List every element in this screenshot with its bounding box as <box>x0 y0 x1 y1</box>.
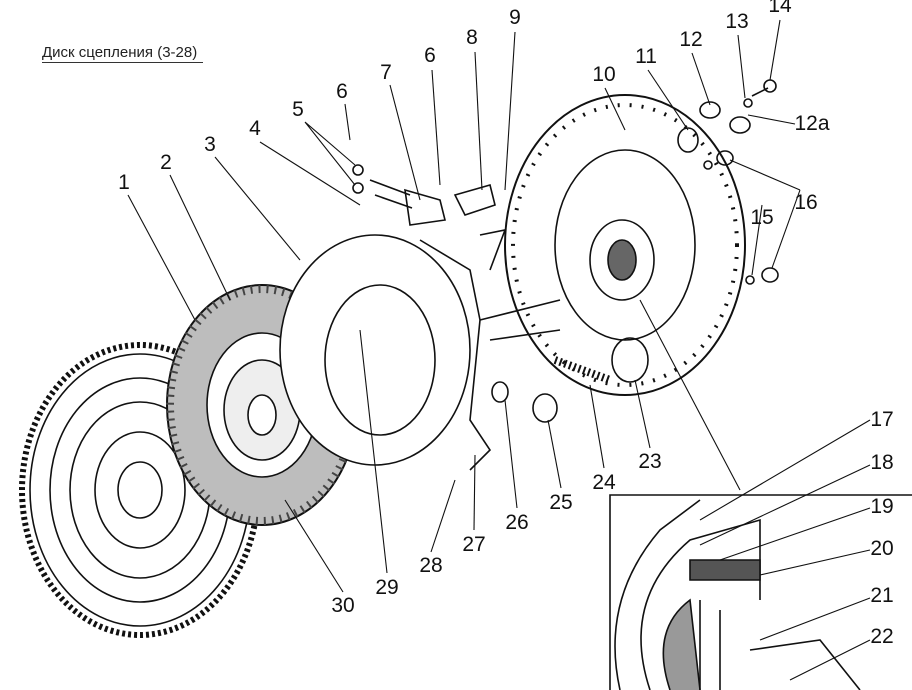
part-label-18: 18 <box>870 451 894 474</box>
part-label-10: 10 <box>592 63 616 86</box>
part-label-4: 4 <box>249 117 261 140</box>
part-label-16: 16 <box>794 191 818 214</box>
part-label-11: 11 <box>635 45 657 68</box>
fasteners <box>677 79 779 285</box>
pressure-plate <box>279 234 492 471</box>
part-label-17: 17 <box>870 408 894 431</box>
part-label-3: 3 <box>204 133 216 156</box>
part-label-6: 6 <box>336 80 348 103</box>
part-label-6-second: 6 <box>424 44 436 67</box>
part-label-12a: 12a <box>794 112 830 135</box>
part-label-15: 15 <box>750 206 774 229</box>
leader-lines <box>127 19 801 593</box>
diagram-title: Диск сцепления (3-28) <box>42 44 204 63</box>
inset-detail <box>609 419 912 690</box>
clutch-cover <box>504 94 746 396</box>
part-label-27: 27 <box>462 533 486 556</box>
part-label-14: 14 <box>768 0 792 17</box>
part-label-9: 9 <box>509 6 521 29</box>
part-label-29: 29 <box>375 576 399 599</box>
part-label-2: 2 <box>160 151 172 174</box>
part-label-1: 1 <box>118 171 130 194</box>
part-label-5: 5 <box>292 98 304 121</box>
part-label-21: 21 <box>870 584 894 607</box>
part-label-22: 22 <box>870 625 894 648</box>
part-label-24: 24 <box>592 471 616 494</box>
part-label-19: 19 <box>870 495 894 518</box>
part-label-7: 7 <box>380 61 392 84</box>
part-label-30: 30 <box>331 594 355 617</box>
part-label-28: 28 <box>419 554 443 577</box>
part-label-26: 26 <box>505 511 529 534</box>
part-label-8: 8 <box>466 26 478 49</box>
part-label-12: 12 <box>679 28 703 51</box>
part-label-25: 25 <box>549 491 573 514</box>
release-levers <box>352 164 649 423</box>
part-label-23: 23 <box>638 450 662 473</box>
part-label-13: 13 <box>725 10 749 33</box>
part-label-20: 20 <box>870 537 894 560</box>
